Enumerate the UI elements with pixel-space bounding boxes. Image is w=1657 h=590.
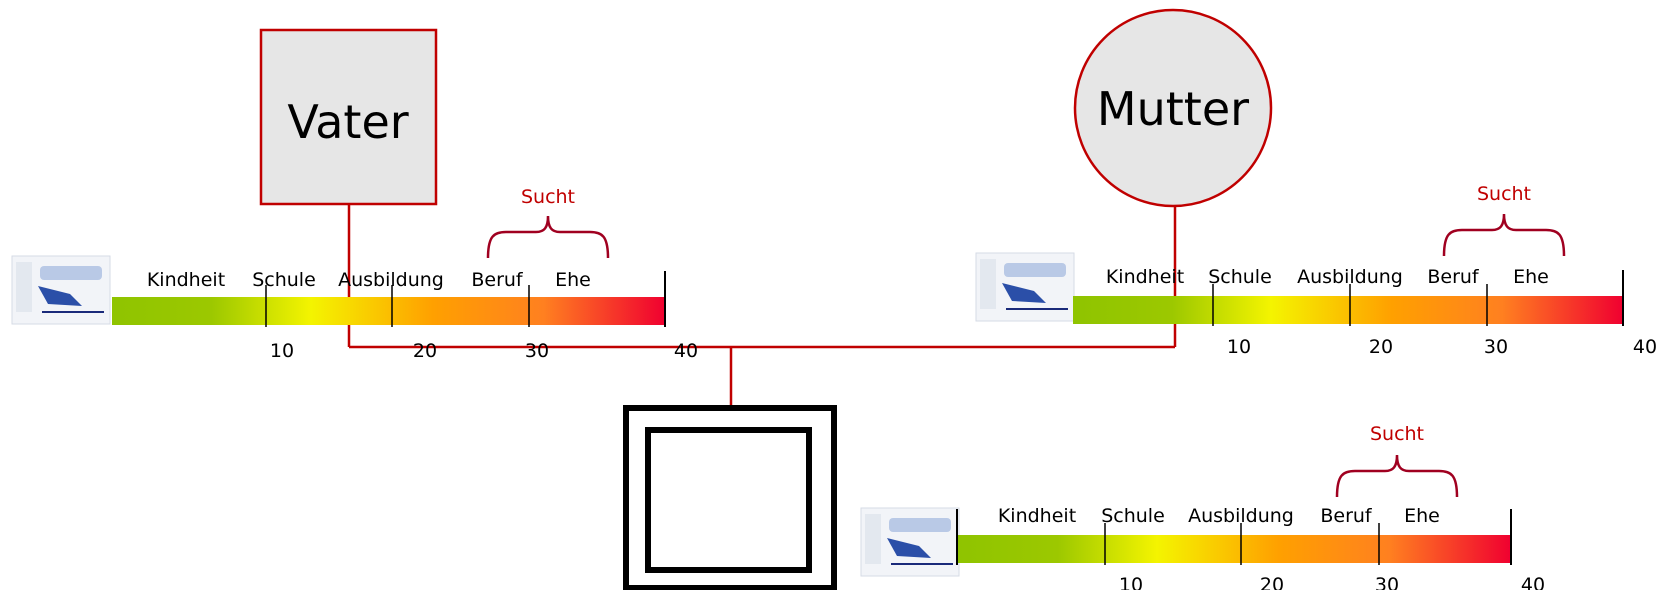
- age-tick-label: 40: [674, 340, 698, 362]
- child-inner-square: [645, 427, 812, 573]
- timeline-thumbnail-icon: [975, 252, 1075, 322]
- timeline-thumbnail-icon: [860, 507, 960, 577]
- age-tick-label: 10: [1227, 336, 1251, 358]
- phase-label: Ehe: [1404, 505, 1440, 527]
- phase-label: Kindheit: [998, 505, 1076, 527]
- addiction-bracket: [486, 215, 610, 259]
- life-bar: [112, 297, 665, 325]
- timeline-mother: Kindheit Schule Ausbildung Beruf Ehe 10 20 30 40…: [975, 183, 1657, 358]
- phase-label: Beruf: [1320, 505, 1373, 527]
- phase-label: Ehe: [555, 269, 591, 291]
- age-tick-label: 40: [1521, 574, 1545, 590]
- timeline-child: Kindheit Schule Ausbildung Beruf Ehe 10 20 30 40…: [860, 423, 1545, 590]
- addiction-bracket: [1442, 213, 1566, 257]
- father-square: [259, 28, 438, 206]
- age-tick-label: 20: [413, 340, 437, 362]
- timeline-father: Kindheit Schule Ausbildung Beruf Ehe 10 20 30 40…: [11, 186, 698, 362]
- age-tick-label: 40: [1633, 336, 1657, 358]
- age-tick-label: 10: [1119, 574, 1143, 590]
- phase-label: Beruf: [1427, 266, 1480, 288]
- age-tick-label: 20: [1260, 574, 1284, 590]
- life-bar: [1073, 296, 1623, 324]
- age-tick-label: 30: [525, 340, 549, 362]
- phase-label: Schule: [252, 269, 316, 291]
- phase-label: Schule: [1208, 266, 1272, 288]
- child-node[interactable]: [623, 405, 837, 590]
- phase-label: Ehe: [1513, 266, 1549, 288]
- addiction-label: Sucht: [1477, 183, 1531, 205]
- age-tick-label: 30: [1375, 574, 1399, 590]
- phase-label: Beruf: [471, 269, 524, 291]
- life-bar: [958, 535, 1511, 563]
- addiction-label: Sucht: [521, 186, 575, 208]
- mother-label: Mutter: [1097, 82, 1249, 136]
- age-tick-label: 20: [1369, 336, 1393, 358]
- phase-label: Kindheit: [1106, 266, 1184, 288]
- addiction-bracket: [1335, 454, 1459, 498]
- age-tick-label: 30: [1484, 336, 1508, 358]
- phase-label: Ausbildung: [338, 269, 444, 291]
- phase-label: Ausbildung: [1297, 266, 1403, 288]
- mother-circle: [1073, 8, 1273, 208]
- age-tick-label: 10: [270, 340, 294, 362]
- phase-label: Schule: [1101, 505, 1165, 527]
- addiction-label: Sucht: [1370, 423, 1424, 445]
- father-node[interactable]: Vater: [259, 28, 438, 206]
- phase-label: Ausbildung: [1188, 505, 1294, 527]
- phase-label: Kindheit: [147, 269, 225, 291]
- timeline-thumbnail-icon: [11, 255, 111, 325]
- mother-node[interactable]: Mutter: [1073, 8, 1273, 208]
- father-label: Vater: [287, 95, 408, 149]
